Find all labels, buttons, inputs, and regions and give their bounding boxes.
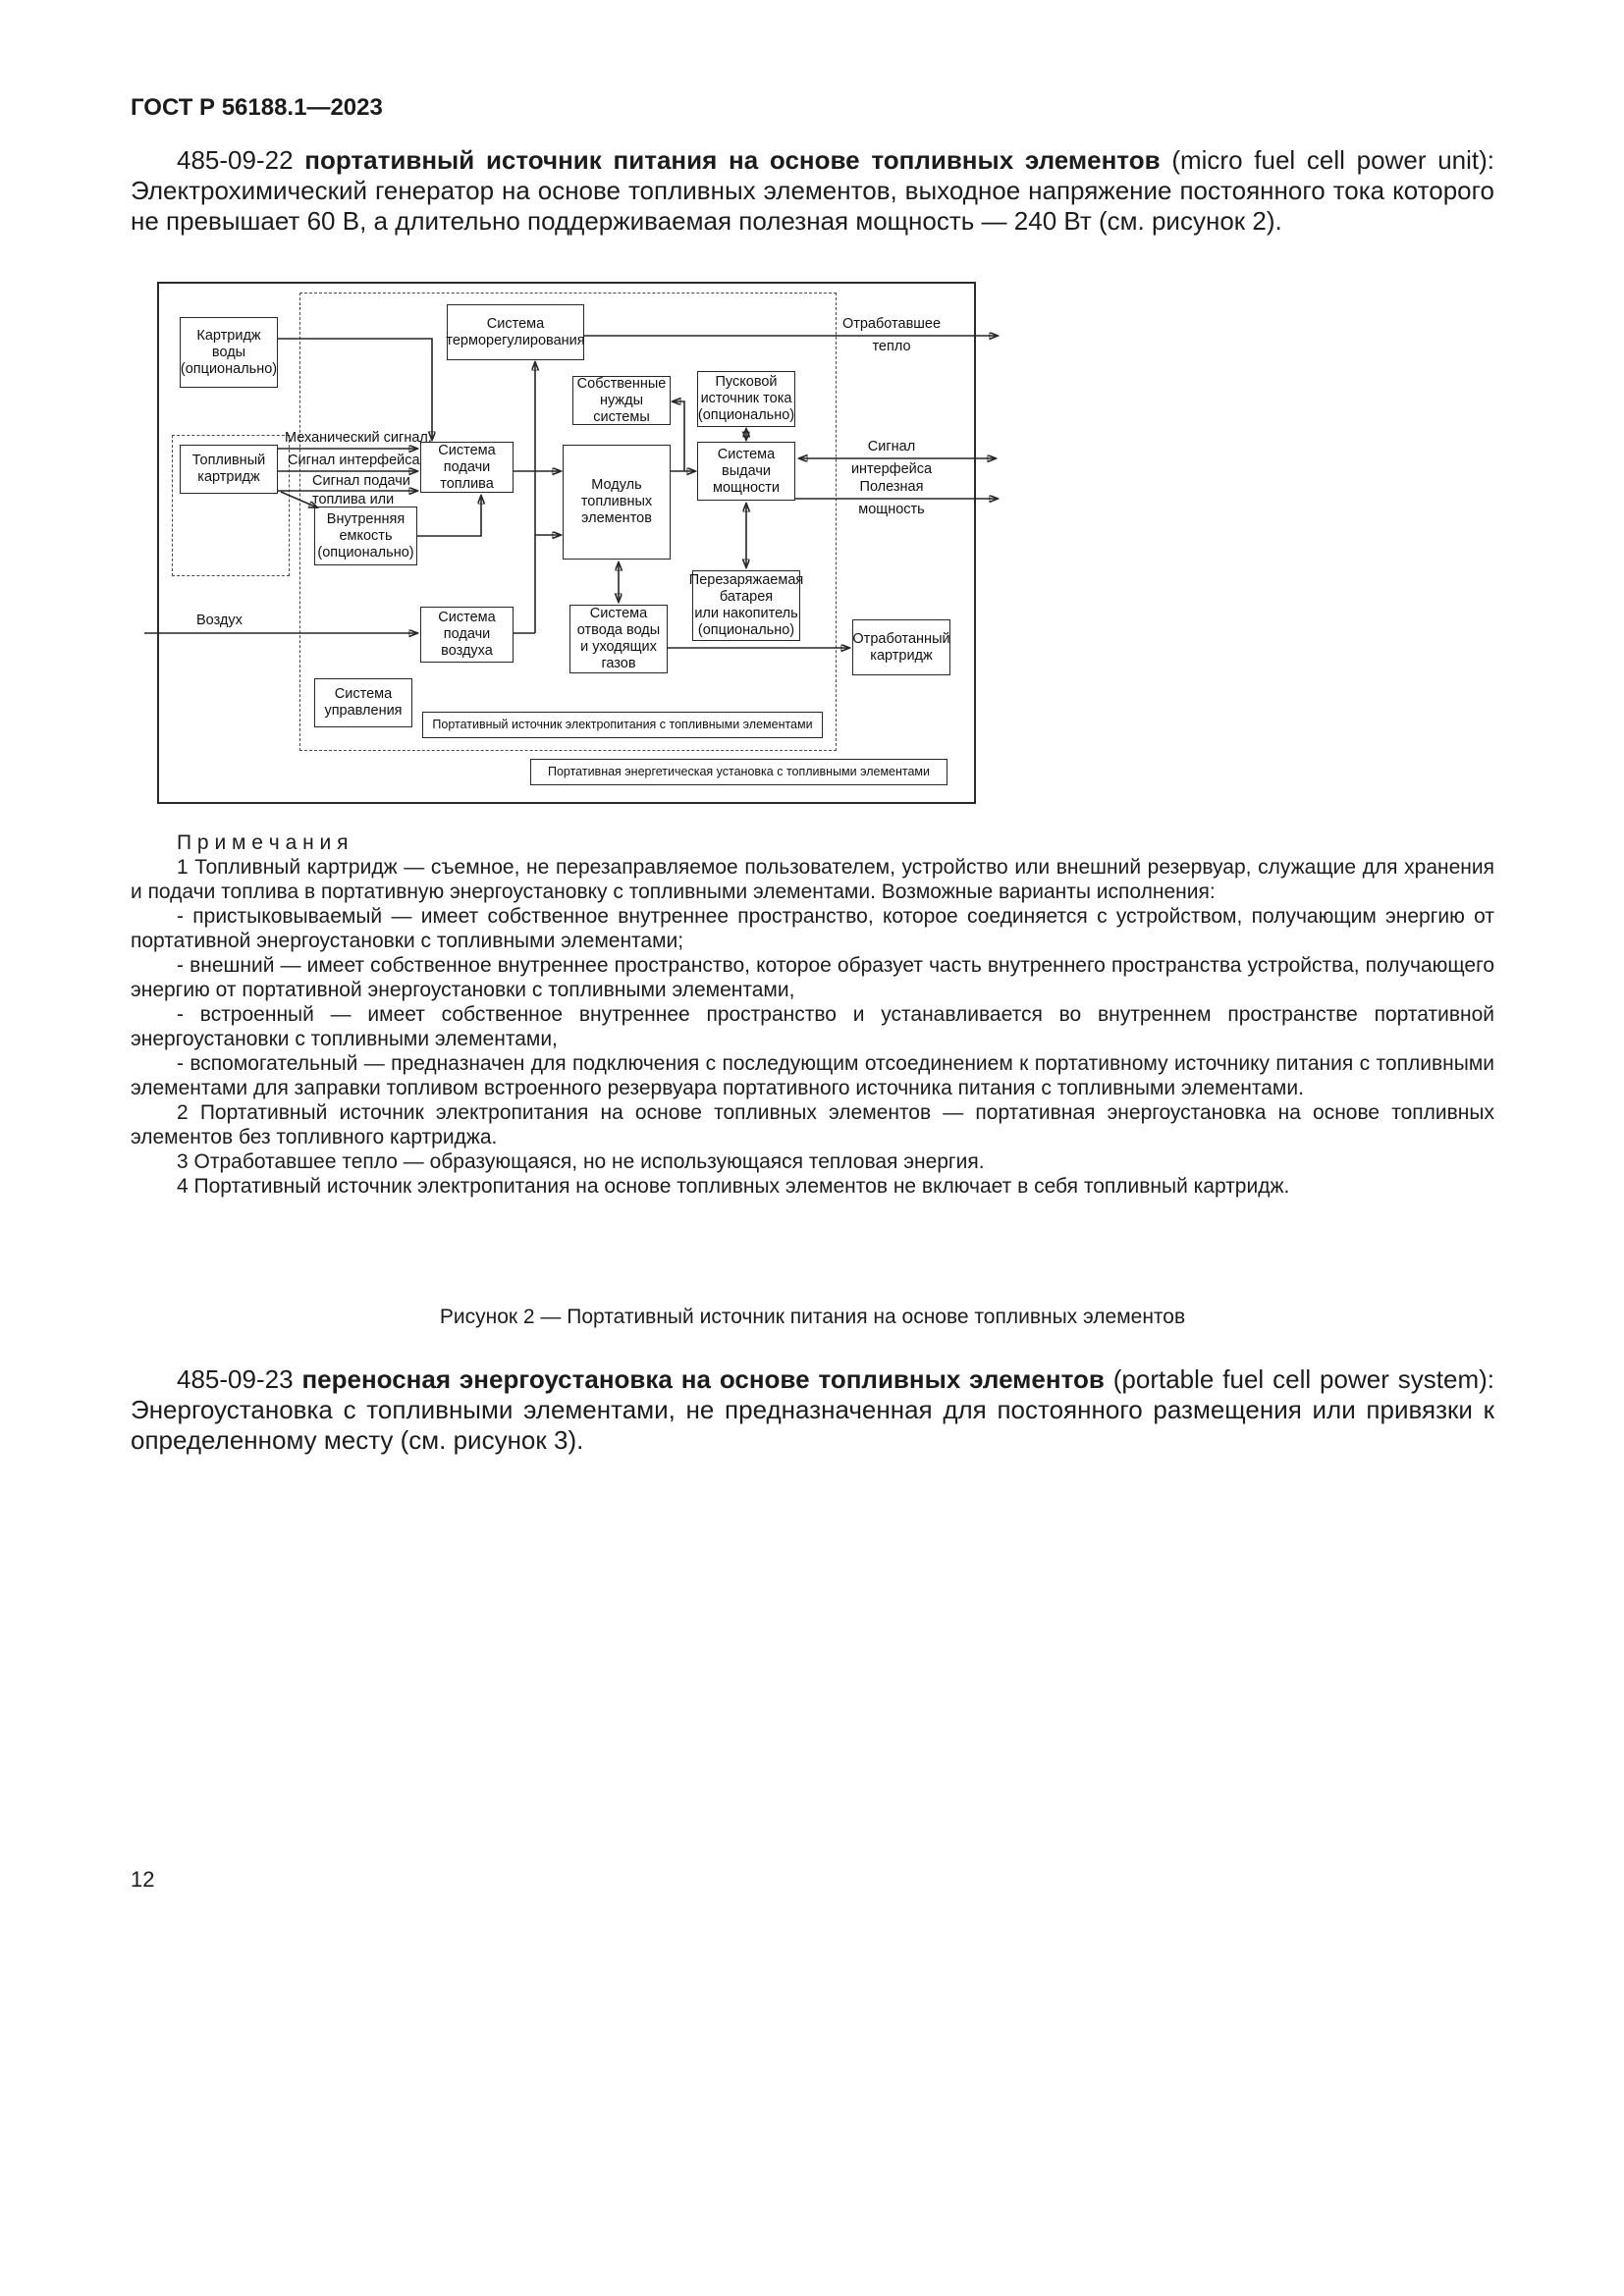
term2-title: переносная энергоустановка на основе топ…	[301, 1364, 1105, 1394]
power-unit-dashed-frame	[299, 293, 837, 751]
term-485-09-23-paragraph: 485-09-23 переносная энергоустановка на …	[131, 1364, 1494, 1456]
term-485-09-22-paragraph: 485-09-22 портативный источник питания н…	[131, 145, 1494, 237]
interface-signal-in-label: Сигнал интерфейса	[288, 453, 420, 468]
term1-definition: (micro fuel cell power unit): Электрохим…	[131, 145, 1495, 236]
thermal-management-box: Система терморегулирования	[446, 304, 585, 360]
internal-capacity-box: Внутренняя емкость (опционально)	[314, 507, 417, 565]
page-number: 12	[131, 1867, 155, 1892]
mechanical-signal-label: Механический сигнал.	[285, 430, 432, 446]
outer-boundary-frame	[157, 282, 976, 804]
waste-heat-label: Отработавшее тепло	[841, 316, 942, 354]
note-item: - вспомогательный — предназначен для под…	[131, 1052, 1494, 1099]
term1-title: портативный источник питания на основе т…	[304, 145, 1161, 175]
useful-power-label: Полезная мощность	[858, 479, 925, 517]
note-item: 4 Портативный источник электропитания на…	[177, 1175, 1290, 1198]
figure-2-diagram: Картридж воды (опционально) Система терм…	[137, 280, 1011, 805]
water-cartridge-box: Картридж воды (опционально)	[180, 317, 278, 388]
interface-signal-out-label: Сигнал интерфейса	[850, 439, 933, 477]
fuel-supply-signal-label: Сигнал подачи топлива или	[312, 473, 410, 507]
note-item: 3 Отработавшее тепло — образующаяся, но …	[177, 1150, 985, 1173]
note-item: 2 Портативный источник электропитания на…	[131, 1101, 1494, 1148]
control-system-box: Система управления	[314, 678, 412, 727]
fuel-cell-module-box: Модуль топливных элементов	[563, 445, 671, 560]
notes-heading: П р и м е ч а н и я	[177, 831, 349, 854]
spent-cartridge-box: Отработанный картридж	[852, 619, 950, 675]
page-header: ГОСТ Р 56188.1—2023	[131, 94, 383, 121]
figure-2-caption: Рисунок 2 — Портативный источник питания…	[439, 1306, 1186, 1328]
rechargeable-battery-box: Перезаряжаемая батарея или накопитель (о…	[689, 570, 803, 641]
portable-power-plant-label-box: Портативная энергетическая установка с т…	[530, 759, 947, 785]
note-item: - пристыковываемый — имеет собственное в…	[131, 905, 1494, 952]
note-item: - внешний — имеет собственное внутреннее…	[131, 954, 1494, 1001]
water-gas-removal-box: Система отвода воды и уходящих газов	[569, 605, 668, 673]
air-input-label: Воздух	[196, 613, 243, 628]
system-own-needs-box: Собственные нужды системы	[572, 376, 671, 425]
fuel-supply-system-box: Система подачи топлива	[420, 442, 514, 493]
start-current-source-box: Пусковой источник тока (опционально)	[697, 371, 795, 427]
air-supply-system-box: Система подачи воздуха	[420, 607, 514, 663]
fuel-cartridge-box: Топливный картридж	[180, 445, 278, 494]
power-output-system-box: Система выдачи мощности	[697, 442, 795, 501]
note-item: - встроенный — имеет собственное внутрен…	[131, 1003, 1494, 1050]
term1-number: 485-09-22	[177, 145, 294, 175]
portable-power-unit-label-box: Портативный источник электропитания с то…	[422, 712, 823, 738]
term2-definition: (portable fuel cell power system): Энерг…	[131, 1364, 1494, 1455]
notes-section: П р и м е ч а н и я 1 Топливный картридж…	[131, 830, 1494, 1199]
note-item: 1 Топливный картридж — съемное, не перез…	[131, 856, 1494, 903]
term2-number: 485-09-23	[177, 1364, 294, 1394]
